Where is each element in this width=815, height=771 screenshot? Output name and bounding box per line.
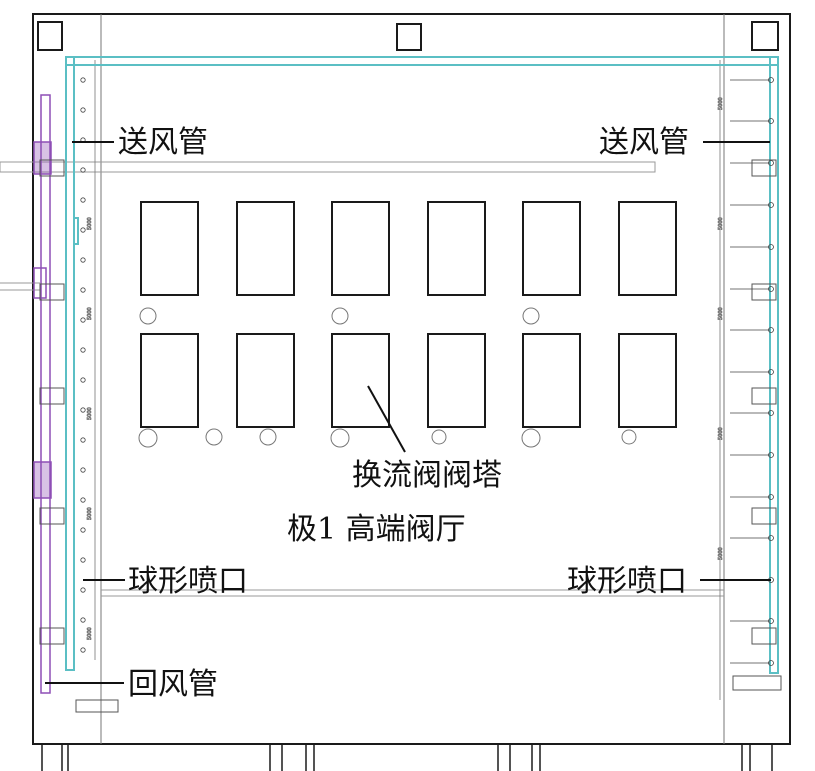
outer-wall — [32, 13, 791, 745]
valve-tower — [331, 333, 390, 428]
label-nozzle-right: 球形喷口 — [567, 564, 687, 599]
spherical-nozzles-left — [80, 77, 86, 653]
label-return-duct: 回风管 — [128, 667, 218, 702]
return-air-duct — [33, 94, 52, 694]
label-valve-tower: 换流阀阀塔 — [352, 458, 502, 493]
svg-text:5000: 5000 — [718, 427, 724, 440]
valve-tower — [618, 333, 677, 428]
return-duct-body — [40, 94, 51, 694]
label-nozzle-left: 球形喷口 — [128, 564, 248, 599]
right-wall-boxes — [732, 159, 782, 691]
svg-text:5000: 5000 — [87, 307, 93, 320]
svg-text:5000: 5000 — [718, 97, 724, 110]
svg-text:5000: 5000 — [87, 217, 93, 230]
svg-text:5000: 5000 — [87, 407, 93, 420]
label-supply-duct-left: 送风管 — [118, 125, 208, 160]
valve-tower — [522, 201, 581, 296]
column-top-middle — [396, 23, 422, 51]
supply-duct-top — [65, 56, 779, 66]
valve-tower — [522, 333, 581, 428]
corner-columns — [37, 21, 779, 51]
supply-duct-right — [769, 56, 779, 674]
left-wall-boxes — [39, 159, 119, 713]
svg-text:5000: 5000 — [718, 307, 724, 320]
label-supply-duct-right: 送风管 — [599, 125, 689, 160]
valve-tower — [331, 201, 390, 296]
leader-valve-tower — [367, 385, 406, 453]
valve-towers — [140, 201, 677, 428]
valve-tower — [236, 333, 295, 428]
column-top-right — [751, 21, 779, 51]
label-hall-name: 极1 高端阀厅 — [287, 512, 466, 547]
equipment-circles — [138, 307, 637, 448]
valve-tower — [140, 201, 199, 296]
valve-tower — [427, 333, 486, 428]
valve-tower — [140, 333, 199, 428]
right-dimension: 5000 5000 5000 5000 5000 — [718, 60, 724, 700]
valve-tower — [427, 201, 486, 296]
column-top-left — [37, 21, 63, 51]
svg-text:5000: 5000 — [718, 547, 724, 560]
supply-duct-left — [65, 56, 75, 671]
svg-text:5000: 5000 — [718, 217, 724, 230]
left-dimension: 5000 5000 5000 5000 5000 — [87, 60, 96, 660]
svg-text:5000: 5000 — [87, 507, 93, 520]
svg-text:5000: 5000 — [87, 627, 93, 640]
leader-lines — [45, 141, 771, 684]
bottom-pillars — [41, 744, 773, 771]
supply-air-duct — [65, 56, 779, 674]
valve-tower — [236, 201, 295, 296]
valve-tower — [618, 201, 677, 296]
hall-walls — [32, 13, 791, 745]
